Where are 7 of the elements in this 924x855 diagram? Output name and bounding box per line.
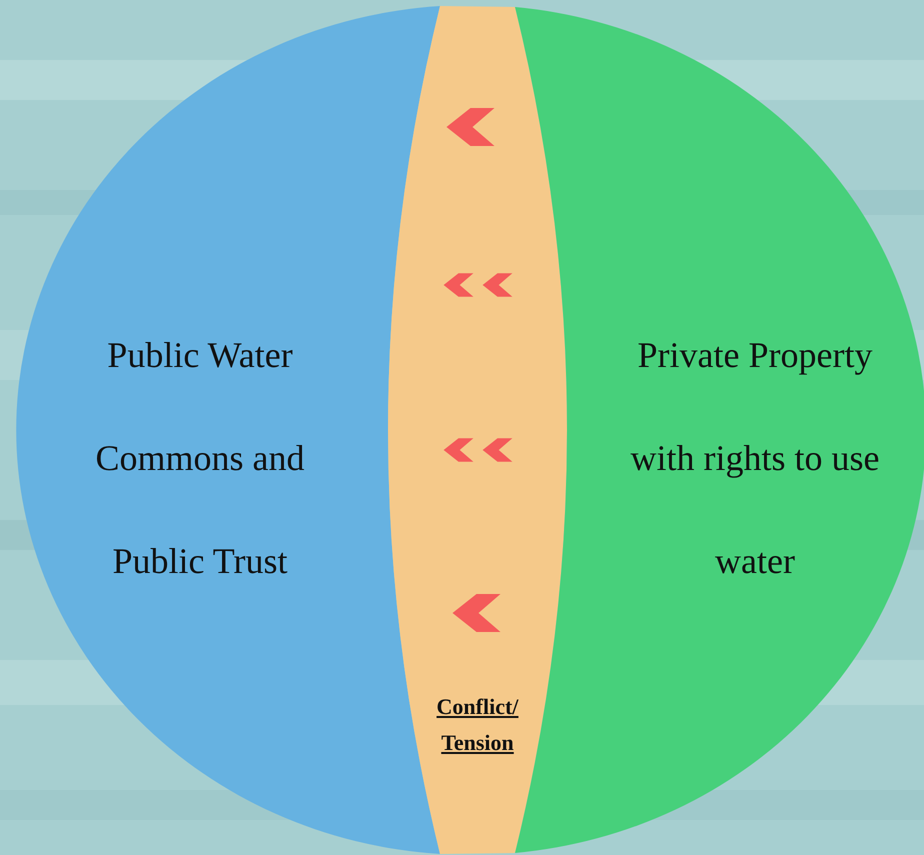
chevron-arrow: [444, 273, 512, 297]
chevron-arrow: [452, 594, 500, 632]
region-label: Conflict/ Tension: [436, 693, 520, 757]
chevron-arrow: [444, 438, 512, 462]
region-label: Private Property with rights to use water: [630, 334, 880, 583]
chevron-arrow: [446, 108, 494, 146]
region-label: Public Water Commons and Public Trust: [94, 334, 306, 583]
